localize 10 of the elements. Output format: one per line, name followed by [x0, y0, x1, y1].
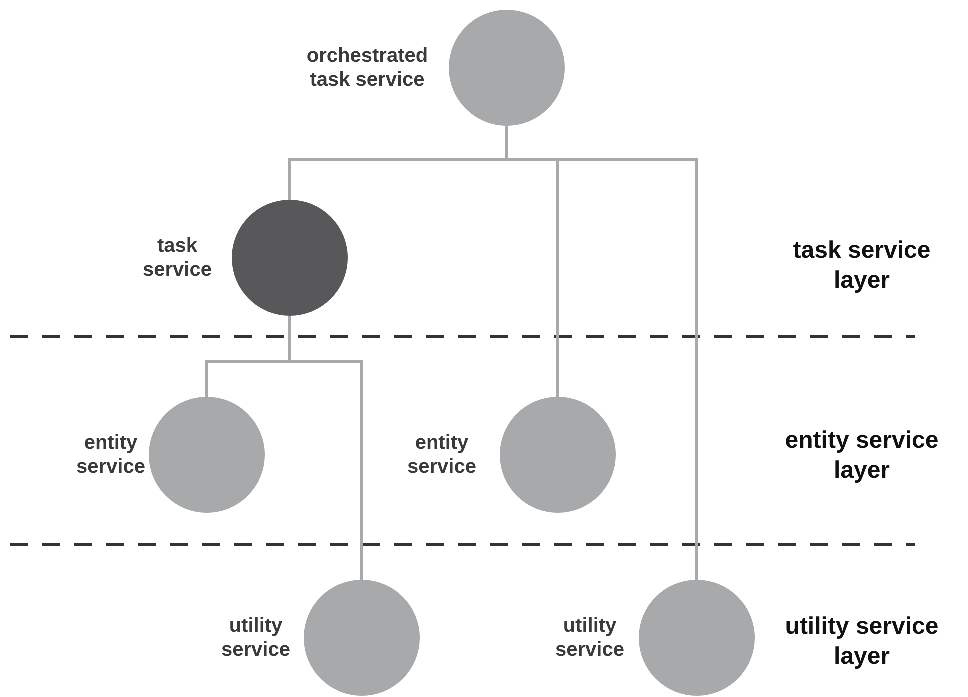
- layer-label: utility service layer: [784, 612, 940, 672]
- layer-label: task service layer: [792, 236, 932, 296]
- service-label: task service: [142, 234, 213, 282]
- service-label: utility service: [220, 614, 292, 662]
- layer-label: entity service layer: [784, 426, 940, 486]
- service-label: entity service: [406, 431, 478, 479]
- connector-line: [288, 316, 364, 580]
- service-label: entity service: [76, 431, 146, 479]
- service-label: utility service: [554, 614, 626, 662]
- service-label: orchestrated task service: [306, 44, 430, 92]
